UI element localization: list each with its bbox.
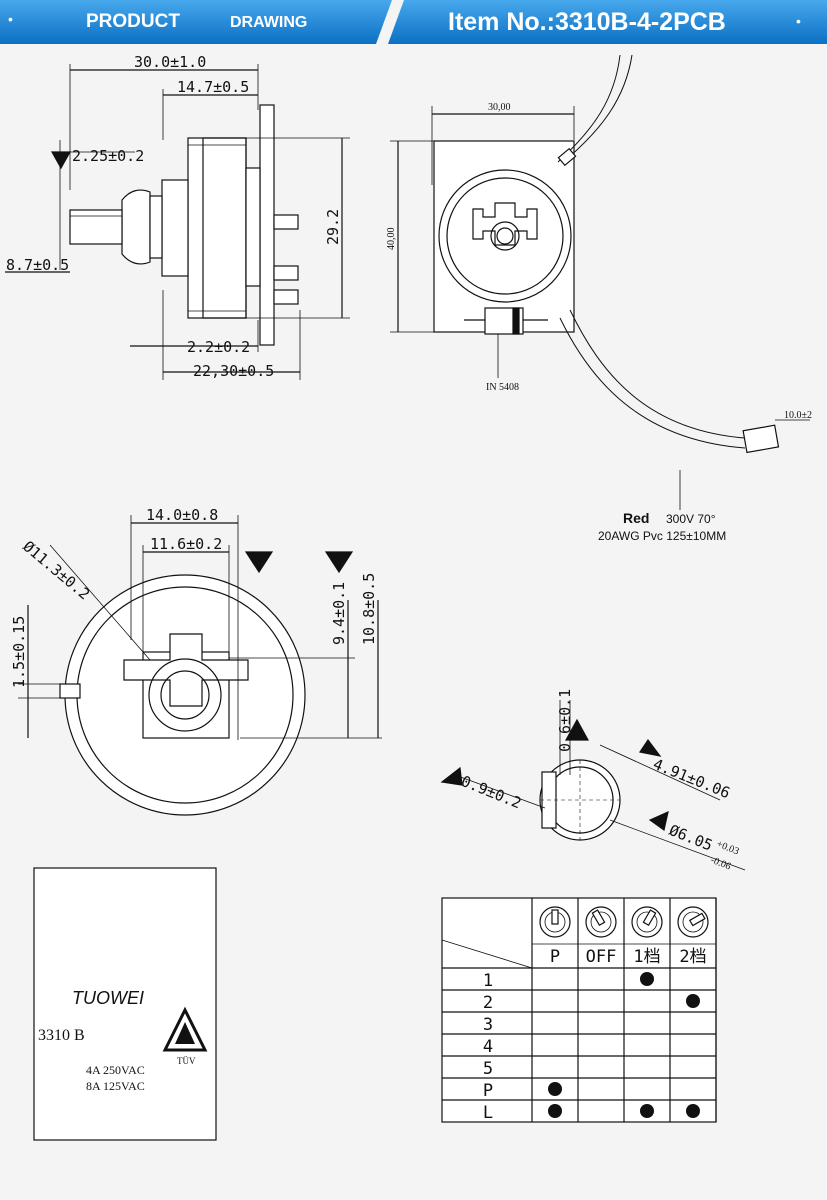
contact-dot (686, 1104, 700, 1118)
dim-total-length: 30.0±1.0 (134, 53, 206, 71)
banner-left (0, 0, 392, 44)
table-row-label: 4 (483, 1037, 493, 1057)
svg-text:•: • (8, 11, 13, 27)
dim-shaft-dia-minus: -0.06 (709, 855, 732, 873)
svg-text:•: • (796, 13, 801, 29)
dim-top-height: 40,00 (386, 228, 397, 251)
shaft-position-icon (585, 906, 617, 938)
dim-front-inner: 11.6±0.2 (150, 535, 222, 553)
wire-spec: 20AWG Pvc 125±10MM (598, 529, 726, 543)
shaft-flat-mark (642, 909, 657, 927)
dim-body-length: 14.7±0.5 (177, 78, 249, 96)
table-col-header: 1档 (633, 947, 660, 967)
dim-top-width: 30,00 (488, 102, 511, 113)
contact-dot (640, 972, 654, 986)
front-view (18, 515, 382, 816)
product-drawing: 30.0±1.0 14.7±0.5 2.25±0.2 29.2 8.7±0.5 … (5, 53, 812, 1141)
rating-1: 4A 250VAC (86, 1063, 145, 1077)
dim-pin-length: 22,30±0.5 (193, 362, 274, 380)
shaft-position-inner (682, 911, 704, 933)
table-header-diagonal (441, 939, 533, 969)
shaft-position-inner (590, 911, 612, 933)
shaft-position-inner (636, 911, 658, 933)
wire-color: Red (623, 510, 649, 526)
dim-shaft-width: 4.91±0.06 (651, 755, 733, 802)
dim-front-b: 10.8±0.5 (360, 573, 378, 645)
table-row-label: P (483, 1081, 493, 1101)
dim-front-a: 9.4±0.1 (330, 582, 348, 645)
banner-product: PRODUCT (86, 11, 180, 32)
model-label: 3310 B (38, 1027, 85, 1044)
dim-height: 29.2 (324, 209, 342, 245)
contact-dot (686, 994, 700, 1008)
contact-dot (548, 1082, 562, 1096)
shaft-flat-mark (688, 912, 706, 927)
top-view (390, 54, 810, 510)
dim-shaft-gap: 0.9±0.2 (459, 772, 524, 812)
dim-front-outer: 14.0±0.8 (146, 506, 218, 524)
dim-terminal: 2.2±0.2 (187, 338, 250, 356)
table-row-label: 5 (483, 1059, 493, 1079)
table-col-header: 2档 (679, 947, 706, 967)
shaft-detail (440, 700, 746, 871)
tuv-label: TÜV (177, 1056, 196, 1066)
dim-front-diameter: Ø11.3±0.2 (19, 537, 93, 603)
diode-label: IN 5408 (486, 382, 519, 393)
table-col-header: P (550, 947, 560, 967)
dim-shaft-dia-plus: +0.03 (715, 839, 741, 858)
side-view (5, 64, 350, 380)
item-number: Item No.:3310B-4-2PCB (448, 8, 726, 36)
dim-front-key: 1.5±0.15 (10, 616, 28, 688)
banner-drawing: DRAWING (230, 14, 307, 31)
switch-table (441, 897, 717, 1123)
shaft-position-icon (539, 906, 571, 938)
shaft-position-icon (677, 906, 709, 938)
wire-end-label: 10.0±2 (784, 410, 812, 421)
rating-2: 8A 125VAC (86, 1079, 145, 1093)
dim-shaft-flat: 0.6±0.1 (556, 689, 574, 752)
shaft-flat-mark (551, 909, 559, 925)
table-col-header: OFF (586, 947, 617, 967)
contact-dot (640, 1104, 654, 1118)
banner-right (388, 0, 827, 44)
shaft-flat-mark (591, 909, 606, 927)
contact-dot (548, 1104, 562, 1118)
header-banner: • PRODUCT DRAWING Item No.:3310B-4-2PCB … (0, 0, 827, 44)
table-row-label: 2 (483, 993, 493, 1013)
table-row-label: 3 (483, 1015, 493, 1035)
dim-shaft: 8.7±0.5 (6, 256, 69, 274)
table-row-label: 1 (483, 971, 493, 991)
dim-shaft-offset: 2.25±0.2 (72, 147, 144, 165)
table-row-label: L (483, 1103, 493, 1123)
brand-logo: TUOWEI (72, 988, 144, 1008)
wire-rating: 300V 70° (666, 512, 716, 526)
label-box (33, 867, 217, 1141)
shaft-position-icon (631, 906, 663, 938)
